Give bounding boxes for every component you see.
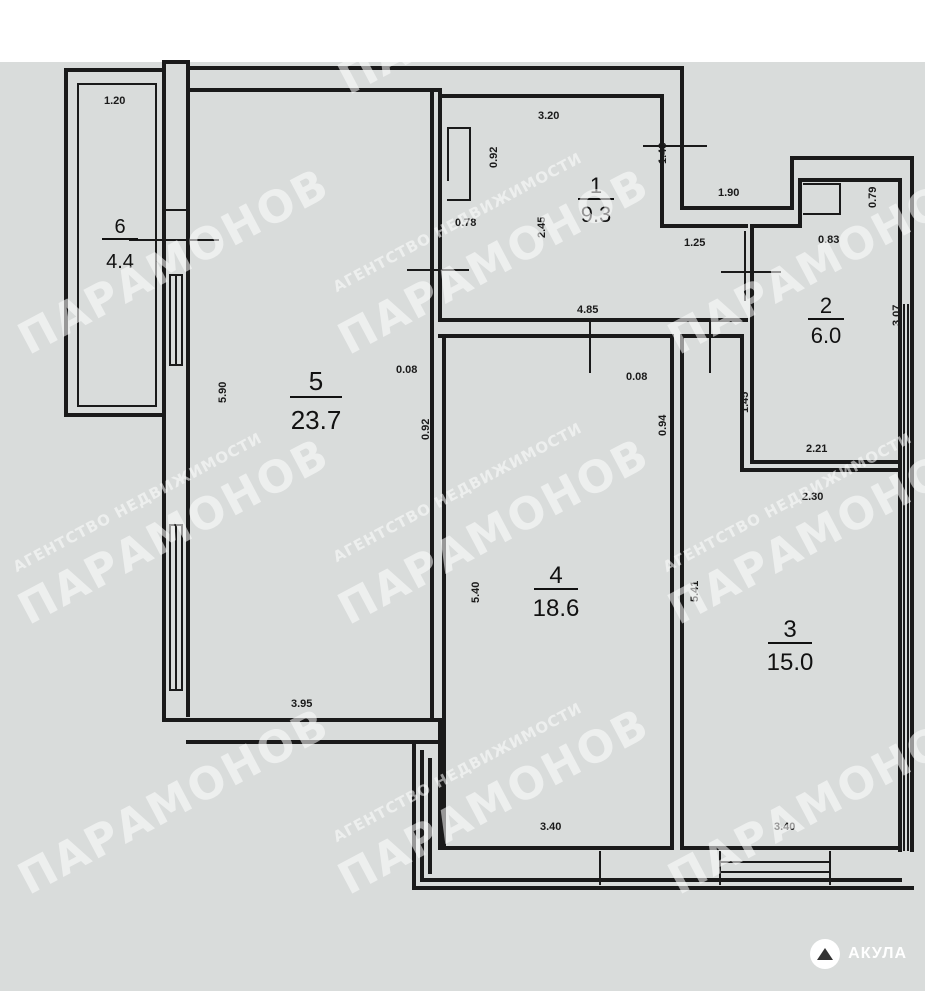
dim-room2-bottom: 2.21 (806, 443, 827, 455)
room-3-label: 3 15.0 (767, 616, 814, 676)
room-1-area: 9.3 (581, 202, 612, 227)
balcony-6 (64, 68, 166, 417)
room-5-area: 23.7 (291, 405, 342, 435)
room-1-label: 1 9.3 (578, 173, 614, 227)
room-6-area: 4.4 (106, 251, 134, 273)
dim-room3-bottom: 3.40 (774, 821, 795, 833)
dim-corridor-mid: 1.25 (684, 237, 705, 249)
dim-room5-offset: 0.08 (396, 364, 417, 376)
room-2-number: 2 (820, 293, 832, 318)
dim-corridor-top: 1.90 (718, 187, 739, 199)
dim-room4-height: 5.40 (470, 582, 482, 603)
windows (169, 127, 909, 885)
outer-walls (162, 60, 914, 890)
shark-logo-icon (810, 939, 841, 969)
room-6-number: 6 (114, 216, 125, 238)
room-4-number: 4 (549, 562, 562, 589)
dim-room2-height: 3.07 (891, 305, 903, 326)
room-5-label: 5 23.7 (290, 366, 342, 435)
room-3-number: 3 (783, 616, 796, 643)
room-4-area: 18.6 (533, 595, 580, 622)
top-blank-band (0, 0, 925, 62)
dim-room3-height: 5.41 (689, 581, 701, 602)
dim-corridor-len: 4.85 (577, 304, 598, 316)
room-5-number: 5 (309, 366, 323, 396)
room-2-label: 2 6.0 (808, 293, 844, 348)
room-3-area: 15.0 (767, 649, 814, 676)
dim-room1-niche-h: 0.92 (488, 147, 500, 168)
room-2-area: 6.0 (811, 323, 842, 348)
dim-room1-corner: 1.43 (657, 143, 669, 164)
dim-room5-wall: 0.92 (420, 419, 432, 440)
dim-room3-top: 2.30 (802, 491, 823, 503)
dim-room2-niche-w: 0.83 (818, 234, 839, 246)
dim-corridor-upper: 0.79 (867, 187, 879, 208)
brand-badge: АКУЛА (810, 939, 907, 969)
dim-room4-offset: 0.08 (626, 371, 647, 383)
dim-room1-top: 3.20 (538, 110, 559, 122)
dim-corridor-side: 1.45 (739, 392, 751, 413)
room-4-label: 4 18.6 (533, 562, 580, 622)
dim-room5-height: 5.90 (217, 382, 229, 403)
door-ticks (129, 145, 781, 373)
room-1-number: 1 (590, 173, 602, 198)
dim-room1-niche-w: 0.78 (455, 217, 476, 229)
dim-room4-bottom: 3.40 (540, 821, 561, 833)
dim-room5-bottom: 3.95 (291, 698, 312, 710)
dim-room1-side: 2.45 (536, 217, 548, 238)
brand-name: АКУЛА (848, 945, 907, 962)
dim-balcony-width: 1.20 (104, 95, 125, 107)
dim-room4-wall: 0.94 (657, 414, 669, 436)
room-6-label: 6 4.4 (102, 216, 138, 273)
